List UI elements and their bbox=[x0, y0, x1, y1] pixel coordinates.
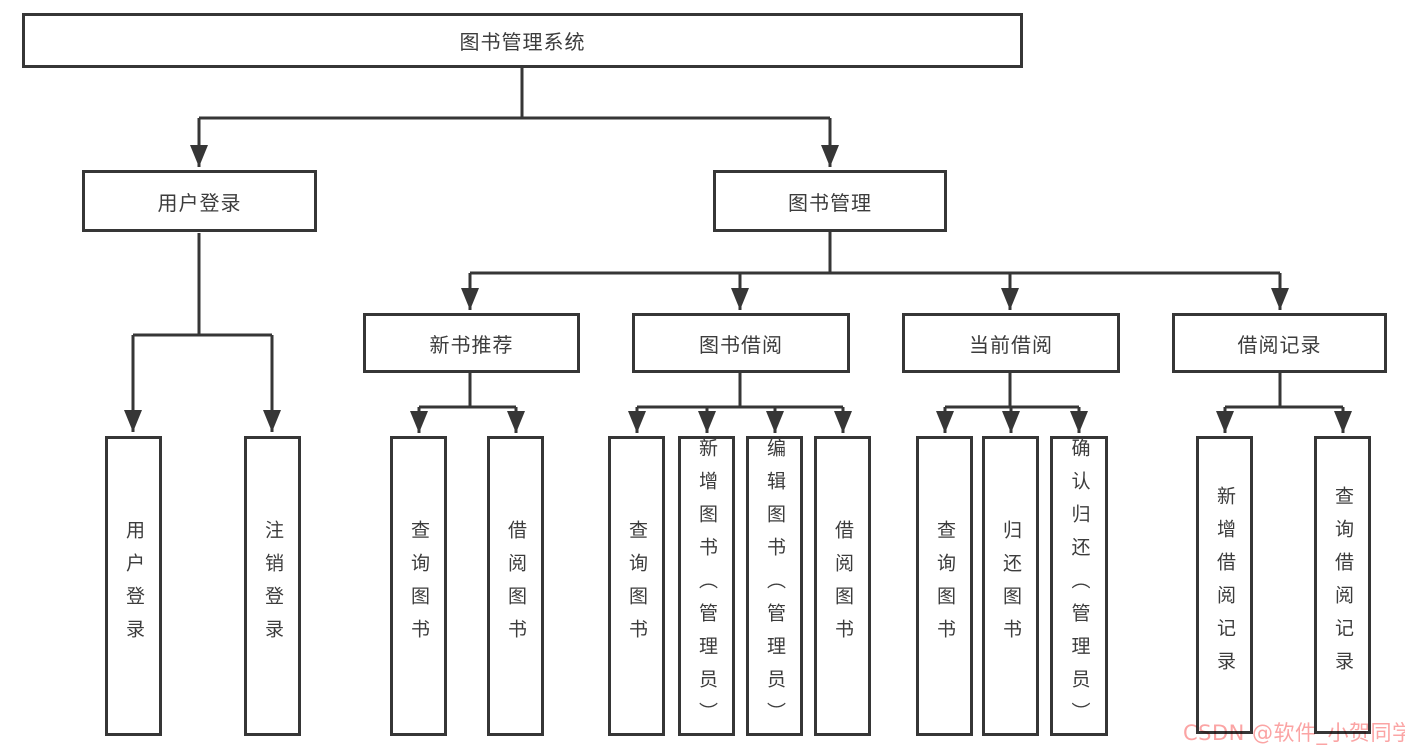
node-label: 借阅图书 bbox=[832, 520, 854, 652]
node-label: 图书借阅 bbox=[699, 332, 783, 357]
node-book-management: 图书管理 bbox=[713, 170, 947, 232]
node-new-book-recommendation: 新书推荐 bbox=[363, 313, 580, 373]
csdn-watermark: CSDN @软件_小贺同学 bbox=[1183, 721, 1405, 745]
node-label: 新书推荐 bbox=[429, 332, 514, 357]
leaf-query-books: 查询图书 bbox=[390, 436, 447, 736]
node-label: 图书管理 bbox=[788, 190, 872, 215]
leaf-logout: 注销登录 bbox=[244, 436, 301, 736]
node-current-borrowing: 当前借阅 bbox=[902, 313, 1120, 373]
node-label: 用户登录 bbox=[157, 190, 242, 215]
leaf-query-books: 查询图书 bbox=[608, 436, 665, 736]
node-label: 查询图书 bbox=[934, 520, 956, 652]
node-label: 查询图书 bbox=[408, 520, 430, 652]
node-label: 当前借阅 bbox=[969, 332, 1053, 357]
node-label: 图书管理系统 bbox=[459, 30, 586, 54]
leaf-user-login: 用户登录 bbox=[105, 436, 162, 736]
node-label: 注销登录 bbox=[262, 520, 284, 652]
node-label: 新增借阅记录 bbox=[1214, 486, 1236, 684]
node-user-login: 用户登录 bbox=[82, 170, 317, 232]
node-label: 查询借阅记录 bbox=[1332, 486, 1354, 684]
node-label: 编辑图书（管理员） bbox=[764, 437, 786, 735]
node-label: 借阅图书 bbox=[505, 520, 527, 652]
leaf-query-borrowing-record: 查询借阅记录 bbox=[1314, 436, 1371, 734]
node-label: 归还图书 bbox=[1000, 520, 1022, 652]
leaf-add-books-admin: 新增图书（管理员） bbox=[678, 436, 735, 736]
leaf-confirm-return-admin: 确认归还（管理员） bbox=[1050, 436, 1108, 736]
leaf-query-books: 查询图书 bbox=[916, 436, 973, 736]
node-book-borrowing: 图书借阅 bbox=[632, 313, 850, 373]
leaf-edit-books-admin: 编辑图书（管理员） bbox=[746, 436, 803, 736]
node-label: 确认归还（管理员） bbox=[1068, 437, 1091, 735]
leaf-borrow-books: 借阅图书 bbox=[814, 436, 871, 736]
node-borrowing-records: 借阅记录 bbox=[1172, 313, 1387, 373]
leaf-add-borrowing-record: 新增借阅记录 bbox=[1196, 436, 1253, 734]
node-label: 查询图书 bbox=[626, 520, 648, 652]
node-label: 借阅记录 bbox=[1237, 332, 1322, 357]
leaf-borrow-books: 借阅图书 bbox=[487, 436, 544, 736]
node-label: 新增图书（管理员） bbox=[696, 437, 718, 735]
node-label: 用户登录 bbox=[123, 520, 145, 652]
leaf-return-books: 归还图书 bbox=[982, 436, 1039, 736]
node-library-management-system: 图书管理系统 bbox=[22, 13, 1023, 68]
